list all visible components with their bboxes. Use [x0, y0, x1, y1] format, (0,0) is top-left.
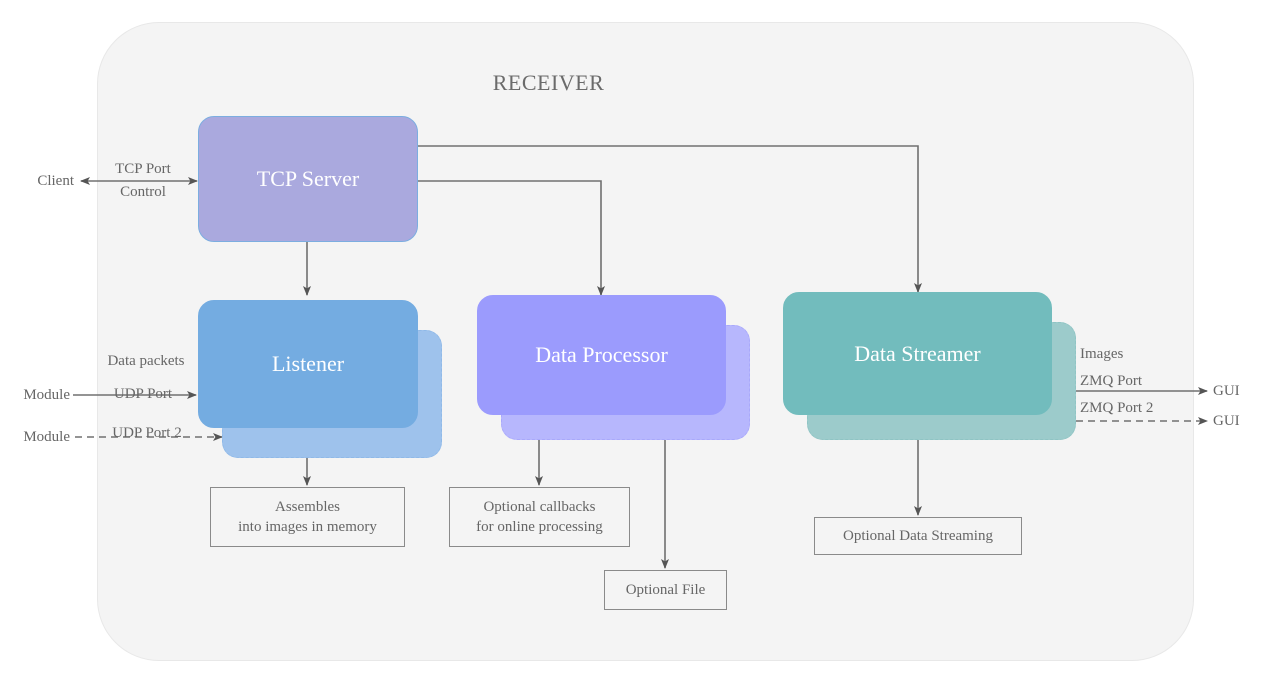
edge-label-zmq-port-2: ZMQ Port 2	[1080, 400, 1154, 416]
note-optional-data-streaming: Optional Data Streaming	[814, 517, 1022, 555]
edge-tcpserver-datastreamer	[418, 145, 922, 293]
edge-label-data-packets: Data packets	[107, 353, 185, 369]
note-optional-callbacks: Optional callbacks for online processing	[449, 487, 630, 547]
endpoint-module-1: Module	[23, 387, 70, 403]
endpoint-gui-2: GUI	[1213, 413, 1240, 429]
edge-label-udp-port-2: UDP Port 2	[112, 425, 182, 441]
node-listener[interactable]: Listener	[198, 300, 418, 428]
node-data-processor[interactable]: Data Processor	[477, 295, 726, 415]
note-assembles: Assembles into images in memory	[210, 487, 405, 547]
endpoint-client: Client	[37, 173, 74, 189]
edge-label-udp-port: UDP Port	[113, 386, 173, 402]
node-listener-label: Listener	[271, 351, 345, 377]
edge-label-control: Control	[120, 184, 166, 200]
edge-label-tcp-port: TCP Port	[115, 161, 171, 177]
note-optional-file: Optional File	[604, 570, 727, 610]
endpoint-gui-1: GUI	[1213, 383, 1240, 399]
node-data-streamer-label: Data Streamer	[854, 340, 981, 366]
endpoint-module-2: Module	[23, 429, 70, 445]
edge-label-zmq-port: ZMQ Port	[1080, 373, 1143, 389]
node-data-processor-label: Data Processor	[535, 342, 668, 368]
node-tcp-server[interactable]: TCP Server	[198, 116, 418, 242]
node-tcp-server-label: TCP Server	[256, 166, 360, 192]
receiver-title: RECEIVER	[492, 70, 605, 95]
edge-label-images: Images	[1080, 346, 1124, 362]
node-data-streamer[interactable]: Data Streamer	[783, 292, 1052, 415]
edge-tcpserver-dataprocessor	[418, 180, 605, 296]
